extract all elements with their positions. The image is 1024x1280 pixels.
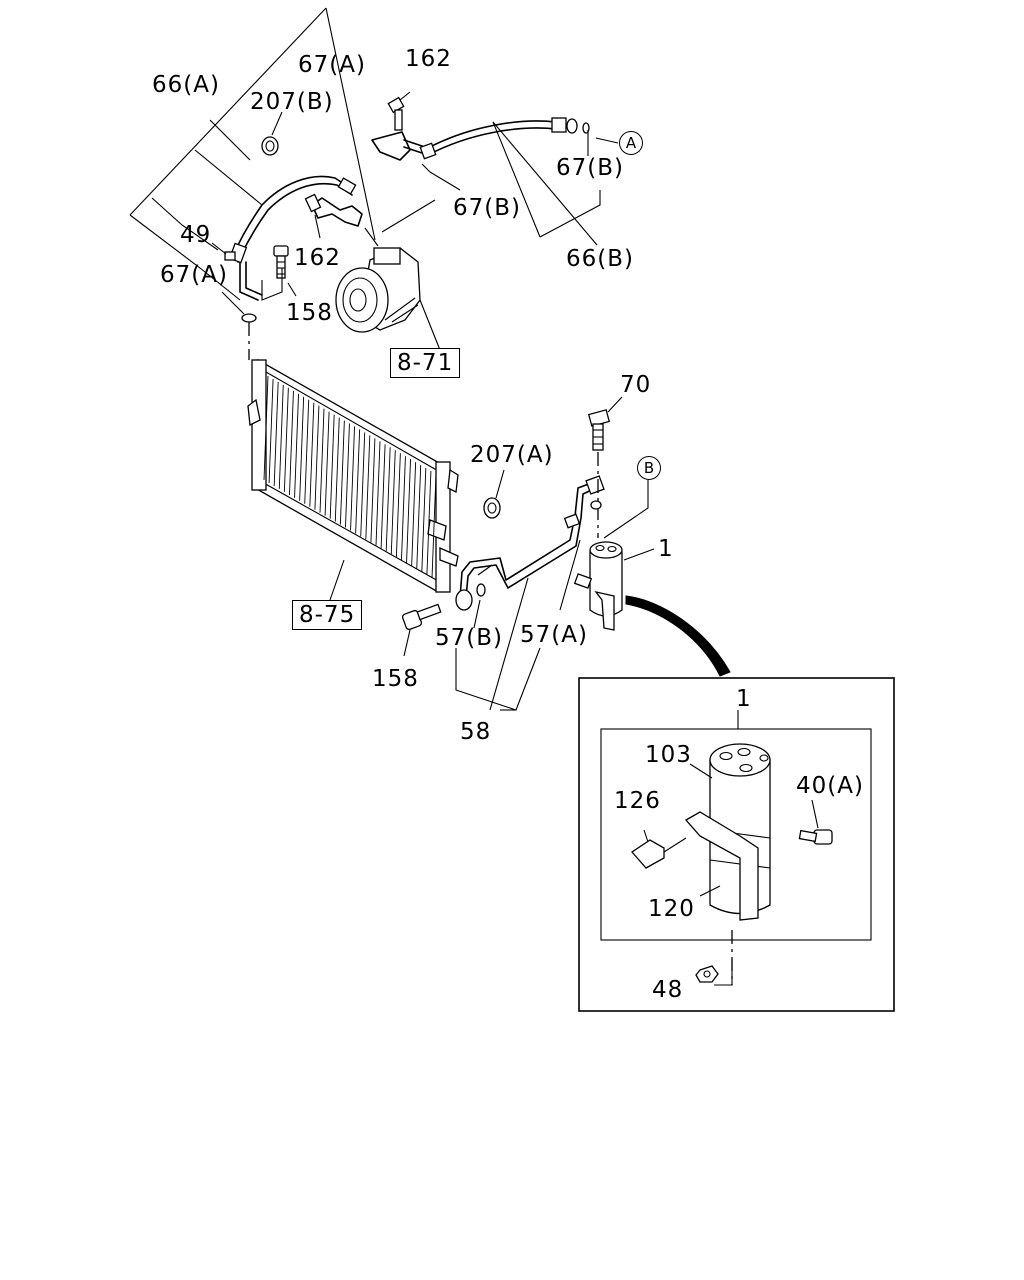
- condenser-fin: [299, 396, 305, 501]
- suction-hose: [211, 136, 357, 301]
- receiver-drier-assembly: [573, 396, 731, 677]
- callout-1-detail: 1: [736, 686, 752, 712]
- condenser-fin: [304, 399, 310, 504]
- callout-58: 58: [460, 719, 492, 745]
- callout-207a: 207(A): [470, 442, 554, 468]
- ref-condenser-8-75[interactable]: 8-75: [292, 600, 363, 630]
- condenser: [247, 358, 459, 601]
- condenser-fin: [309, 402, 315, 507]
- marker-b: B: [637, 456, 661, 480]
- callout-57b: 57(B): [435, 625, 503, 651]
- condenser-fin: [406, 459, 411, 564]
- callout-66a: 66(A): [152, 72, 220, 98]
- condenser-fin: [365, 435, 371, 540]
- callout-67b-right: 67(B): [556, 155, 624, 181]
- condenser-fin: [416, 465, 422, 570]
- callout-120: 120: [648, 896, 695, 922]
- callout-1: 1: [658, 536, 674, 562]
- condenser-fin: [350, 426, 355, 531]
- condenser-fin: [294, 393, 299, 498]
- callout-158-top: 158: [286, 300, 333, 326]
- callout-67a-top: 67(A): [298, 52, 366, 78]
- condenser-fin: [431, 473, 437, 579]
- callout-49: 49: [180, 222, 212, 248]
- bracket-162-mid: [304, 193, 363, 239]
- condenser-fin: [319, 408, 325, 513]
- condenser-fin: [370, 438, 376, 543]
- bolt-158-top: [261, 245, 297, 301]
- condenser-fin: [334, 417, 340, 522]
- condenser-fin: [390, 450, 396, 555]
- condenser-fin: [278, 384, 284, 489]
- callout-57a: 57(A): [520, 622, 588, 648]
- leader-207b: [271, 111, 283, 136]
- callout-67a-left: 67(A): [160, 262, 228, 288]
- detail-box: [578, 677, 895, 1012]
- callout-103: 103: [645, 742, 692, 768]
- condenser-fin: [263, 375, 269, 481]
- condenser-fin: [355, 429, 361, 534]
- callout-162-mid: 162: [294, 245, 341, 271]
- callout-162-top: 162: [405, 46, 452, 72]
- callout-126: 126: [614, 788, 661, 814]
- condenser-fin: [411, 462, 417, 567]
- leader-66a: [129, 7, 376, 301]
- condenser-fin: [273, 381, 279, 486]
- condenser-fin: [380, 444, 386, 549]
- callout-70: 70: [620, 372, 652, 398]
- condenser-fin: [401, 456, 406, 561]
- marker-a: A: [619, 131, 643, 155]
- oring-67a-left: [221, 291, 257, 323]
- callout-158-bottom: 158: [372, 666, 419, 692]
- condenser-fin: [283, 387, 289, 492]
- condenser-fin: [375, 441, 381, 546]
- liquid-pipe: [401, 469, 605, 711]
- condenser-fin: [426, 471, 432, 576]
- condenser-fin: [421, 468, 427, 573]
- callout-66b: 66(B): [566, 246, 634, 272]
- condenser-fin: [385, 447, 391, 552]
- condenser-fin: [329, 414, 335, 519]
- discharge-hose: [371, 91, 619, 246]
- callout-48: 48: [652, 977, 684, 1003]
- condenser-fin: [289, 390, 294, 495]
- condenser-fin: [395, 453, 401, 558]
- condenser-fin: [324, 411, 330, 516]
- callout-40a: 40(A): [796, 773, 864, 799]
- ref-compressor-8-71[interactable]: 8-71: [390, 348, 461, 378]
- condenser-fin: [345, 423, 350, 528]
- compressor: [335, 199, 441, 351]
- callout-207b: 207(B): [250, 89, 334, 115]
- condenser-fin: [268, 378, 274, 483]
- callout-67b-mid: 67(B): [453, 195, 521, 221]
- condenser-fin: [360, 432, 366, 537]
- condenser-fin: [339, 420, 345, 525]
- condenser-fin: [314, 405, 320, 510]
